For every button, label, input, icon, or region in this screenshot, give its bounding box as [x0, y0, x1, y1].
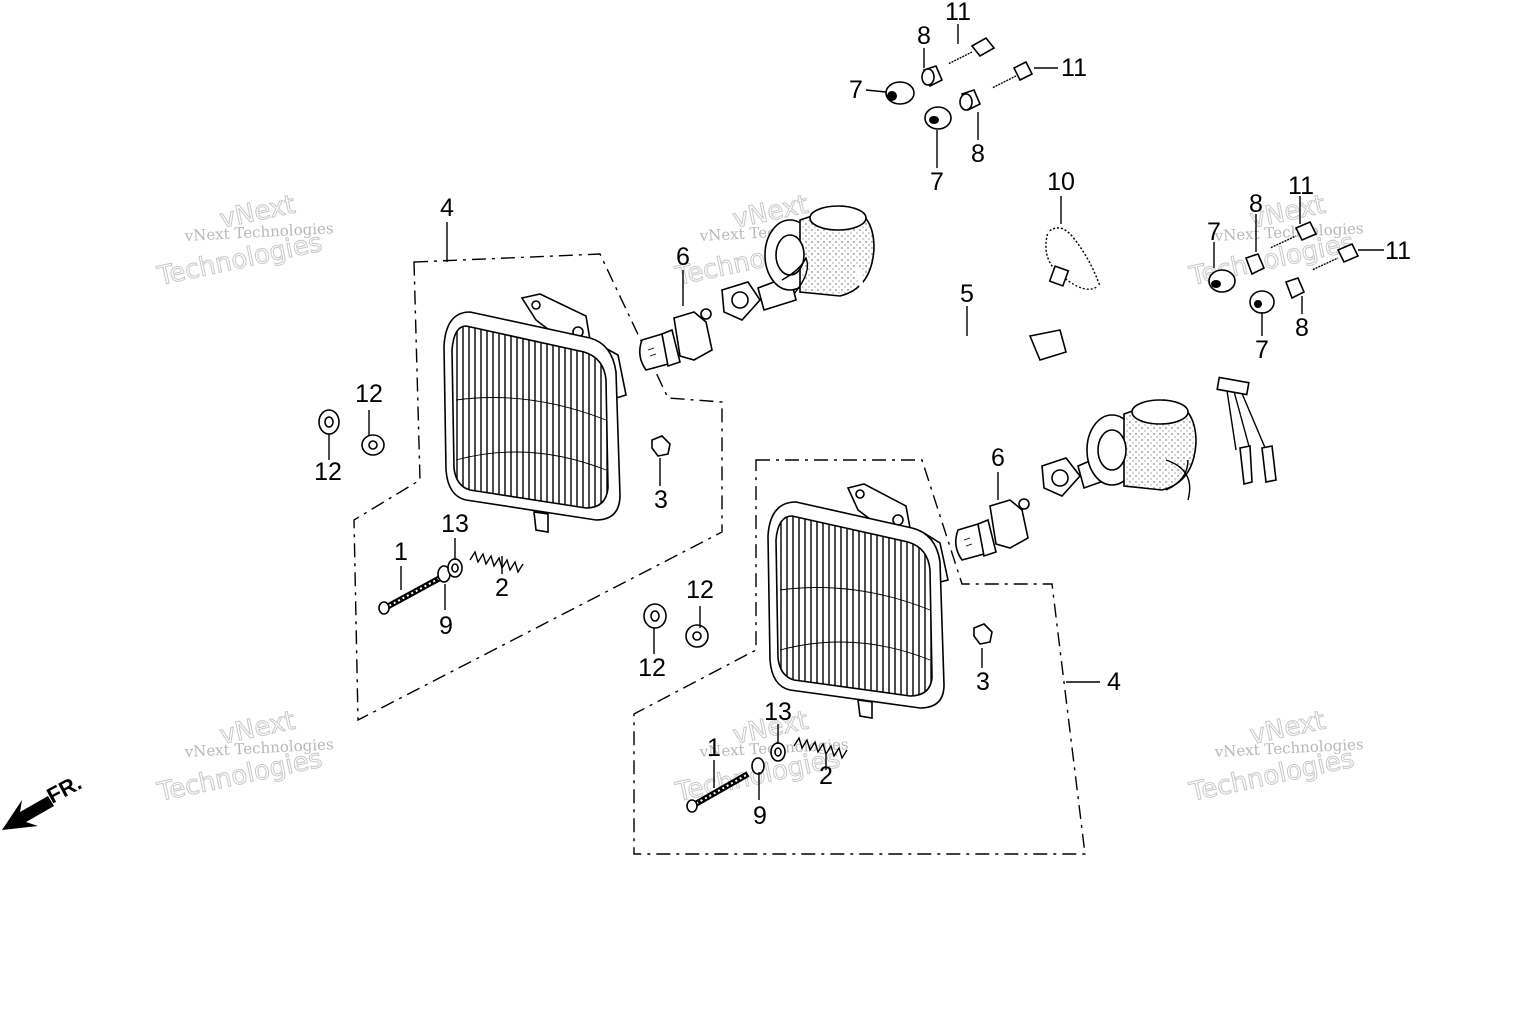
- callout-9: 9: [439, 612, 453, 640]
- collar: [1244, 253, 1266, 276]
- headlight-bottom-tab: [857, 699, 873, 719]
- lens-contour: [455, 397, 607, 421]
- callout-12: 12: [638, 654, 666, 682]
- callout-11: 11: [1288, 172, 1314, 200]
- callout-3: 3: [976, 668, 990, 696]
- grommet: [1249, 290, 1275, 314]
- grommet-hole: [324, 416, 334, 428]
- right-bulb: [954, 498, 1030, 561]
- front-direction-indicator: FR.: [2, 770, 86, 830]
- assembly-outline: [353, 253, 723, 722]
- screw-head: [378, 601, 390, 615]
- callout-8: 8: [1249, 190, 1263, 218]
- bolt-head: [970, 36, 996, 58]
- callout-4: 4: [440, 194, 454, 222]
- left-headlight-assembly: [318, 253, 723, 722]
- callout-5: 5: [960, 280, 974, 308]
- callout-7: 7: [1207, 218, 1221, 246]
- grommet-hole: [368, 440, 378, 450]
- lens-contour: [455, 451, 607, 471]
- callout-8: 8: [1295, 314, 1309, 342]
- callout-3: 3: [654, 486, 668, 514]
- callout-8: 8: [971, 140, 985, 168]
- bolt-head: [1012, 60, 1034, 82]
- top-hardware: [885, 36, 1034, 130]
- right-hardware: [1208, 220, 1360, 314]
- callout-2: 2: [819, 762, 833, 790]
- callout-1: 1: [707, 734, 721, 762]
- callout-8: 8: [917, 22, 931, 50]
- callout-7: 7: [1255, 336, 1269, 364]
- callout-12: 12: [686, 576, 714, 604]
- adjusting-spring: [793, 736, 848, 760]
- callout-2: 2: [495, 574, 509, 602]
- headlight-bottom-tab: [533, 511, 549, 533]
- callout-labels: 4 6 12 12 3 13 1 2 9 5 10 6 12 12 3 4 13…: [314, 0, 1411, 830]
- front-arrow-icon: [2, 796, 54, 830]
- callout-6: 6: [676, 243, 690, 271]
- adjusting-nut: [973, 623, 993, 645]
- callout-13: 13: [441, 510, 469, 538]
- bolt-head: [1336, 242, 1360, 264]
- assembly-outline: [633, 459, 1086, 855]
- bolt-head: [1294, 220, 1318, 242]
- left-bulb: [638, 308, 713, 371]
- right-headlight-assembly: [633, 459, 1086, 855]
- callout-7: 7: [930, 168, 944, 196]
- adjusting-spring: [469, 550, 524, 574]
- leader-lines: [328, 24, 1384, 800]
- wire-harness: [721, 205, 1277, 501]
- bracket-hole: [531, 300, 541, 310]
- callout-13: 13: [764, 698, 792, 726]
- callout-10: 10: [1047, 168, 1075, 196]
- screw-head: [686, 799, 698, 813]
- callout-11: 11: [1385, 237, 1411, 265]
- washer: [751, 757, 765, 775]
- callout-7: 7: [849, 76, 863, 104]
- headlight-lens: [775, 515, 933, 697]
- callout-11: 11: [945, 0, 971, 26]
- callout-12: 12: [355, 380, 383, 408]
- headlight-lens: [451, 325, 609, 509]
- harness-clamp: [1042, 224, 1104, 293]
- callout-6: 6: [991, 444, 1005, 472]
- adjusting-nut: [651, 435, 671, 457]
- collar: [1284, 277, 1306, 300]
- callout-11: 11: [1061, 54, 1087, 82]
- callout-12: 12: [314, 458, 342, 486]
- callout-9: 9: [753, 802, 767, 830]
- callout-1: 1: [394, 538, 408, 566]
- watermark-group: vNext Technologies vNext Technologies vN…: [154, 189, 1364, 808]
- callout-4: 4: [1107, 668, 1121, 696]
